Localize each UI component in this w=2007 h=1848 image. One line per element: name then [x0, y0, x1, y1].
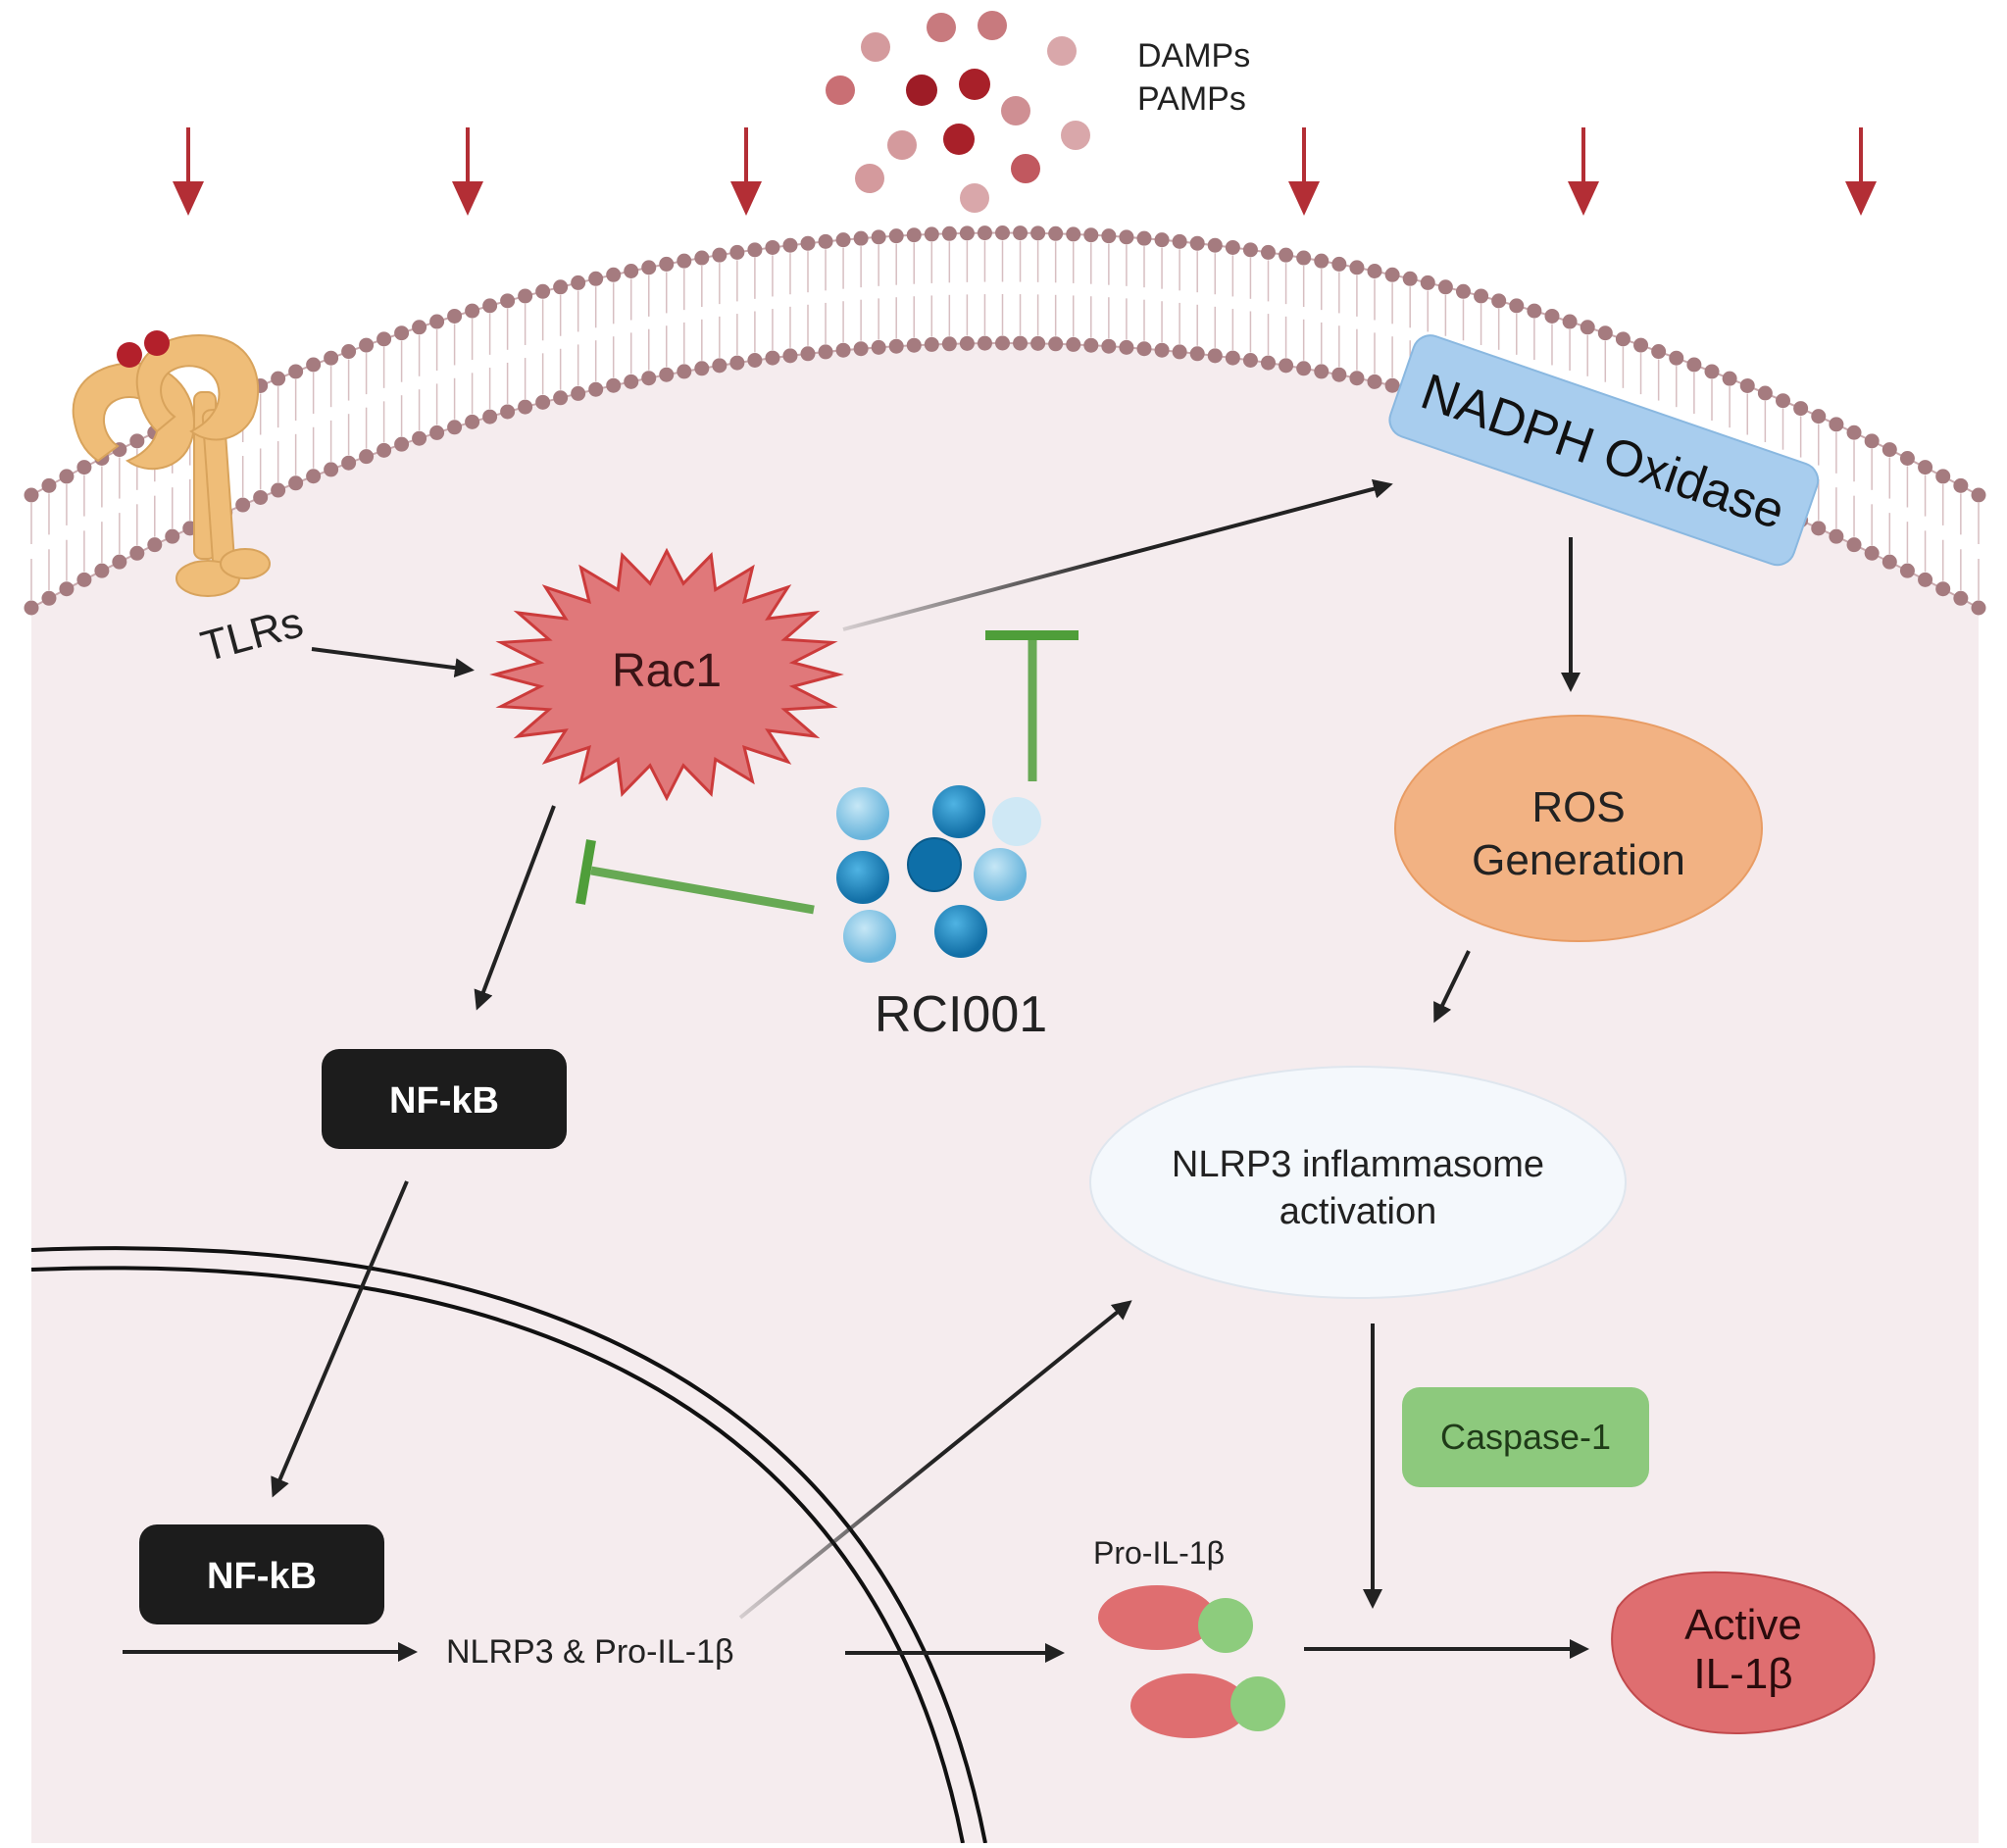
nlrp3-label-line2: activation	[1279, 1191, 1437, 1232]
nfkb-nucleus-box	[139, 1524, 384, 1624]
arrow-tlrs-to-rac1	[311, 647, 475, 678]
arrow-genes-to-nlrp3	[738, 1300, 1132, 1620]
external-arrow	[730, 127, 762, 216]
ros-label-line1: ROS	[1531, 783, 1625, 831]
pro-il-label: Pro-IL-1β	[1093, 1535, 1225, 1571]
damps-label: DAMPs	[1137, 37, 1250, 75]
rac1-label: Rac1	[612, 645, 722, 697]
nfkb-nucleus-label: NF-kB	[207, 1556, 317, 1597]
external-arrow	[1845, 127, 1877, 216]
external-arrow	[1568, 127, 1599, 216]
damp-pamp-particles	[826, 11, 1090, 213]
ros-generation-ellipse	[1394, 715, 1763, 942]
ros-label-line2: Generation	[1472, 836, 1685, 884]
external-arrow	[1288, 127, 1320, 216]
inhibit-rci001-to-rac1-membrane	[985, 630, 1079, 781]
rci001-label: RCI001	[875, 986, 1047, 1043]
external-signal-arrows	[173, 127, 1877, 216]
tlr-receptor-icon	[72, 330, 271, 597]
nlrp3-label-line1: NLRP3 inflammasome	[1172, 1144, 1544, 1185]
nfkb-cytoplasm-box	[322, 1049, 567, 1149]
arrow-nfkb-to-nucleus	[271, 1180, 409, 1498]
inhibit-rci001-to-rac1	[576, 839, 815, 915]
active-label-line2: IL-1β	[1693, 1650, 1792, 1698]
caspase-1-label: Caspase-1	[1440, 1417, 1611, 1457]
arrow-rac1-to-nfkb	[474, 805, 556, 1011]
pro-il-molecule-icon	[1098, 1585, 1285, 1738]
rci001-molecule-icon	[836, 785, 1041, 963]
pamps-label: PAMPs	[1137, 80, 1246, 118]
nlrp3-inflammasome-ellipse	[1089, 1066, 1627, 1299]
nucleus-envelope	[31, 1246, 987, 1843]
arrow-rac1-to-nadph	[842, 478, 1393, 631]
active-label-line1: Active	[1684, 1601, 1802, 1649]
nfkb-cytoplasm-label: NF-kB	[389, 1080, 499, 1122]
caspase-1-box	[1402, 1387, 1649, 1487]
rac1-starburst	[489, 547, 844, 802]
arrow-ros-to-nlrp3	[1433, 950, 1471, 1024]
active-il-1b-shape	[1611, 1571, 1876, 1734]
external-arrow	[173, 127, 204, 216]
nlrp3-pro-il-label: NLRP3 & Pro-IL-1β	[446, 1633, 734, 1671]
external-arrow	[452, 127, 483, 216]
